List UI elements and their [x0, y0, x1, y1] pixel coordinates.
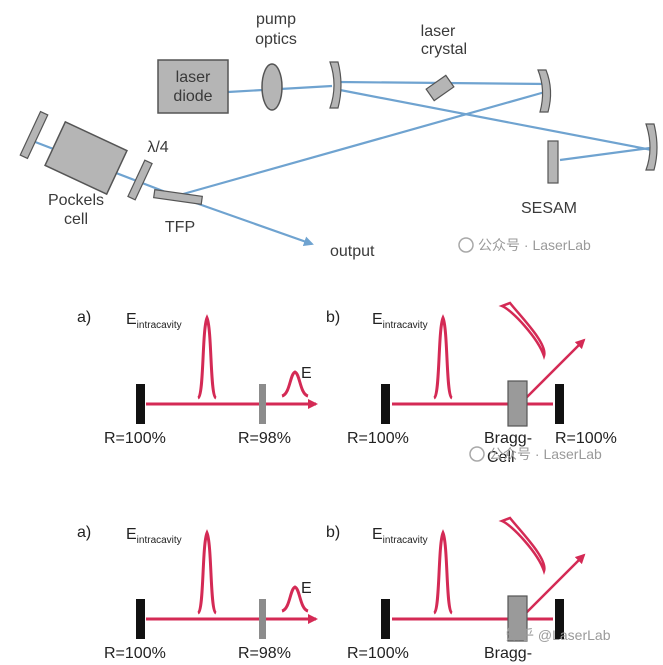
fold-mirror [537, 69, 552, 113]
panel-a-row1: a) Eintracavity E R=100% R=98% [77, 309, 318, 447]
beam-fold-to-tfp [175, 90, 546, 198]
diffracted-beam [519, 338, 586, 405]
beam-sesam-to-far-mirror [559, 146, 651, 162]
bragg-cell-label-1: Bragg- [484, 645, 532, 662]
intracavity-pulse [196, 529, 218, 615]
bragg-cell-label-1: Bragg- [484, 430, 532, 447]
laser-crystal [425, 74, 455, 102]
bragg-cell-label-2: Cell [487, 449, 515, 466]
watermark-1: 公众号 · LaserLab [458, 237, 591, 253]
mirror-left [136, 384, 145, 424]
watermark-3: 知乎 @LaserLab [506, 627, 611, 643]
pump-optics-label-1: pump [256, 11, 296, 28]
mirror-right-reflectivity: R=98% [238, 645, 291, 662]
bragg-cell [507, 380, 528, 427]
mirror-left [136, 599, 145, 639]
mirror-left-reflectivity: R=100% [104, 430, 166, 447]
tfp-label: TFP [165, 219, 195, 236]
output-pulse [281, 585, 309, 613]
pockels-cell [44, 120, 128, 196]
quarter-wave-plate [127, 159, 153, 201]
panel-b-row2: b) Eintracavity R=100% Bragg- 知乎 @LaserL… [326, 516, 611, 662]
mirror-left-reflectivity: R=100% [347, 430, 409, 447]
output-pulse [281, 370, 309, 398]
panel-a-row2: a) Eintracavity E R=100% R=98% [77, 524, 318, 662]
panel-tag: b) [326, 309, 340, 326]
output-e-label: E [301, 580, 312, 597]
e-intracavity-label: Eintracavity [126, 311, 182, 331]
output-label: output [330, 243, 375, 260]
laser-diode-label-1: laser [176, 69, 211, 86]
mirror-right-reflectivity: R=100% [555, 430, 617, 447]
mirror-left-reflectivity: R=100% [104, 645, 166, 662]
mirror-right-partial [259, 599, 266, 639]
pockels-label-1: Pockels [48, 192, 104, 209]
diffracted-pulse [498, 516, 546, 575]
mirror-right-partial [259, 384, 266, 424]
watermark-2: 公众号 · LaserLab [469, 446, 602, 462]
sesam [547, 140, 559, 184]
pump-optics-lens [261, 63, 283, 111]
mirror-left-reflectivity: R=100% [347, 645, 409, 662]
end-mirror-right [645, 123, 658, 171]
mirror-right-reflectivity: R=98% [238, 430, 291, 447]
bragg-cell [507, 595, 528, 642]
laser-crystal-label-2: crystal [421, 41, 467, 58]
laser-setup-diagram: laser diode pump optics laser crystal SE… [19, 11, 658, 260]
e-intracavity-label: Eintracavity [126, 526, 182, 546]
panel-tag: b) [326, 524, 340, 541]
laser-diode-label-2: diode [173, 88, 212, 105]
watermark-2-text: 公众号 · LaserLab [489, 446, 602, 462]
diffracted-pulse [498, 301, 546, 360]
e-intracavity-label: Eintracavity [372, 311, 428, 331]
pump-optics-label-2: optics [255, 31, 297, 48]
mirror-left [381, 384, 390, 424]
pump-mirror [329, 61, 342, 109]
thin-film-polarizer [152, 189, 204, 205]
panel-tag: a) [77, 524, 91, 541]
intracavity-pulse [432, 314, 454, 400]
end-mirror-left [19, 110, 49, 160]
intracavity-pulse [196, 314, 218, 400]
wechat-icon [458, 237, 474, 253]
diffracted-beam [519, 553, 586, 620]
lambda-quarter-label: λ/4 [147, 139, 168, 156]
laser-crystal-label-1: laser [421, 23, 456, 40]
pockels-label-2: cell [64, 211, 88, 228]
watermark-3-text: 知乎 @LaserLab [506, 627, 611, 643]
panel-b-row1: b) Eintracavity R=100% Bragg- Cell R=100… [326, 301, 617, 466]
beam-paths [29, 80, 653, 247]
watermark-1-text: 公众号 · LaserLab [478, 237, 591, 253]
panel-tag: a) [77, 309, 91, 326]
laser-diode [157, 59, 229, 114]
mirror-right [555, 384, 564, 424]
beam-fold-to-far-mirror [339, 88, 653, 152]
output-e-label: E [301, 365, 312, 382]
wechat-icon [469, 446, 485, 462]
mirror-right [555, 599, 564, 639]
e-intracavity-label: Eintracavity [372, 526, 428, 546]
sesam-label: SESAM [521, 200, 577, 217]
mirror-left [381, 599, 390, 639]
intracavity-pulse [432, 529, 454, 615]
